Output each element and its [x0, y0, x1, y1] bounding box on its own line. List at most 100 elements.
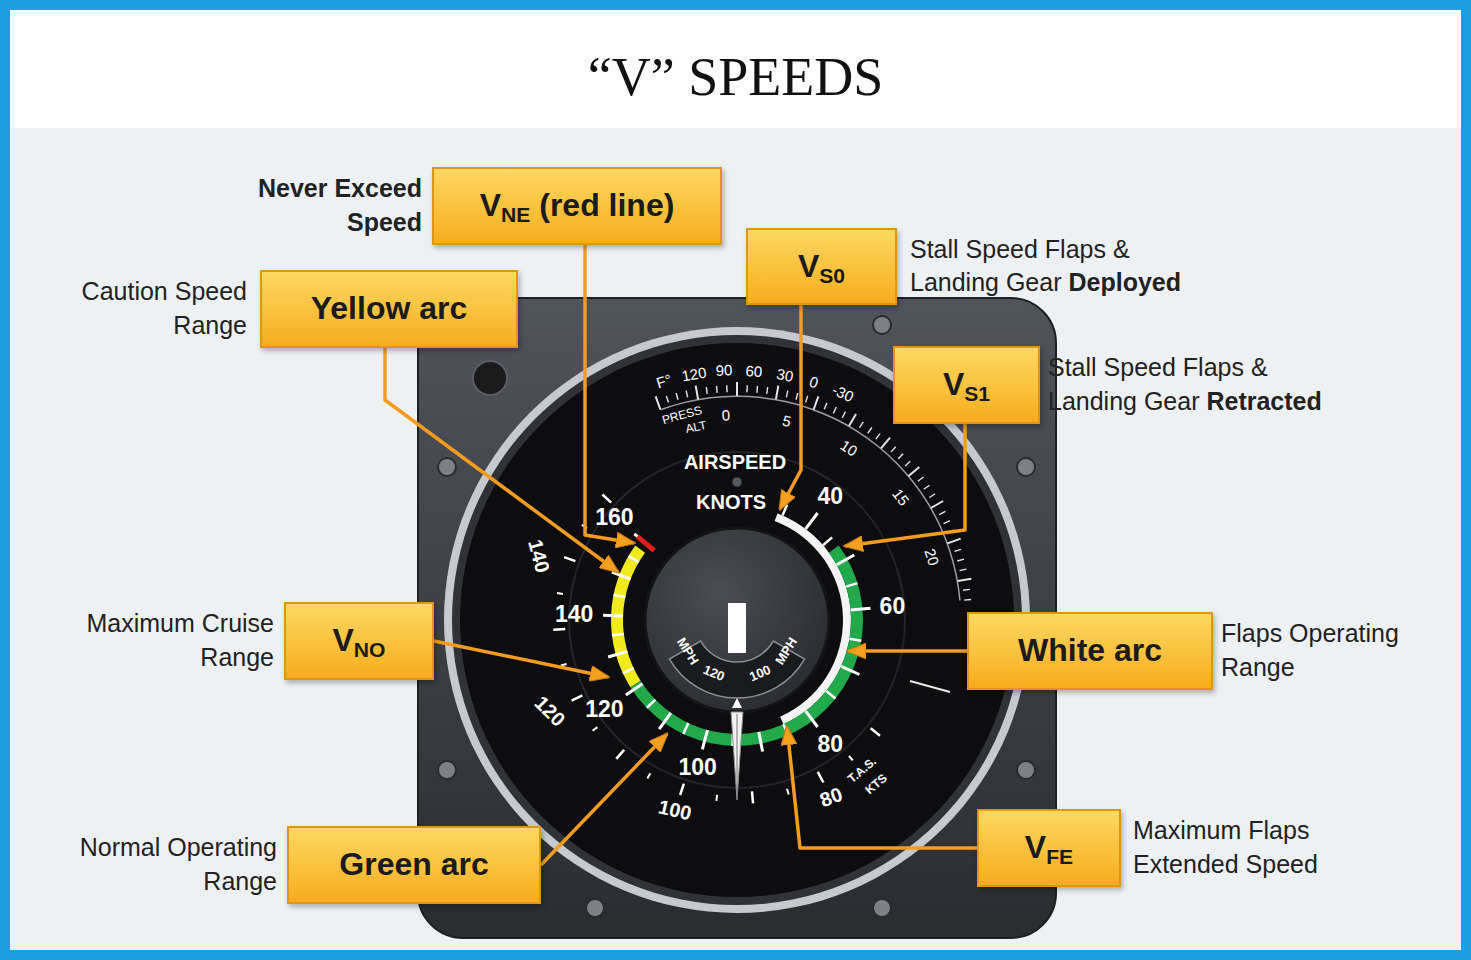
tick-mark — [849, 414, 856, 426]
callout-label: White arc — [1018, 633, 1162, 668]
callout-box: White arcFlaps Operating Range — [967, 612, 1213, 690]
dial-face — [460, 343, 1014, 897]
temp-scale-label: -30 — [830, 382, 856, 405]
tick-mark — [963, 589, 970, 591]
leader-line — [585, 245, 634, 543]
callout-box: VFEMaximum Flaps Extended Speed — [977, 809, 1121, 887]
callout-description: Never Exceed Speed — [212, 172, 422, 240]
tick-mark — [964, 599, 971, 601]
dial-caption: KNOTS — [696, 492, 766, 512]
callout-box: VS1Stall Speed Flaps & Landing Gear Retr… — [893, 346, 1040, 424]
screw — [873, 899, 891, 917]
tick-mark — [918, 477, 924, 481]
leader-line — [787, 727, 977, 848]
mph-window-label: 100 — [747, 663, 772, 683]
tas-caption: KTS — [863, 772, 889, 797]
tick-mark — [849, 639, 861, 641]
leader-line — [385, 348, 618, 572]
mph-number: 100 — [657, 797, 694, 824]
tick-mark — [905, 461, 910, 466]
tas-scale-label: 5 — [781, 413, 793, 430]
tick-mark — [612, 572, 631, 579]
mph-number: 80 — [817, 783, 845, 809]
tick-mark — [929, 494, 935, 498]
tick-mark — [564, 557, 575, 561]
tick-mark — [851, 608, 871, 610]
mph-number: 140 — [525, 537, 553, 574]
needle-base — [732, 698, 742, 708]
tick-mark — [818, 772, 824, 783]
tas-scale-label: 10 — [838, 437, 860, 459]
tick-mark — [806, 396, 808, 403]
callout-description: Stall Speed Flaps & Landing Gear Deploye… — [910, 233, 1200, 301]
ring-pointer — [910, 681, 950, 692]
leader-line — [434, 641, 608, 677]
tick-mark — [676, 393, 678, 400]
mph-number: 120 — [531, 692, 569, 730]
red-line — [637, 536, 654, 550]
tick-mark — [557, 592, 563, 595]
tick-mark — [841, 666, 859, 674]
leader-line — [848, 649, 967, 653]
tick-mark — [647, 773, 650, 778]
tick-mark — [608, 651, 627, 657]
tick-mark — [602, 495, 611, 503]
mph-window-label: 120 — [702, 663, 727, 683]
tick-mark — [881, 438, 890, 449]
tick-mark — [846, 583, 857, 587]
tick-mark — [623, 668, 634, 673]
dial-caption: AIRSPEED — [684, 452, 786, 472]
needle-line — [737, 714, 738, 790]
knot-number: 40 — [817, 485, 843, 508]
callout-description: Maximum Flaps Extended Speed — [1133, 814, 1363, 882]
tas-scale-label: ALT — [684, 419, 707, 435]
callout-box: VNE (red line)Never Exceed Speed — [432, 167, 722, 245]
tick-mark — [842, 412, 845, 418]
knot-number: 80 — [817, 732, 843, 755]
tick-mark — [954, 549, 961, 551]
tick-mark — [924, 485, 930, 489]
tick-mark — [814, 396, 819, 409]
adjust-screw — [732, 477, 742, 487]
tick-mark — [716, 386, 718, 393]
callout-box: Yellow arcCaution Speed Range — [260, 270, 518, 348]
temp-scale-label: 120 — [680, 364, 707, 383]
temp-scale-label: 30 — [775, 366, 794, 384]
tick-mark — [666, 396, 668, 403]
knot-number: 120 — [585, 698, 623, 721]
callout-label: VS0 — [798, 249, 845, 284]
tas-scale-label: 15 — [890, 485, 912, 507]
tick-mark — [776, 386, 778, 400]
tick-mark — [960, 569, 967, 571]
tick-mark — [593, 727, 598, 731]
callout-box: VS0Stall Speed Flaps & Landing Gear Depl… — [746, 228, 897, 305]
screw — [438, 761, 456, 779]
tick-mark — [706, 387, 708, 394]
tick-mark — [696, 386, 698, 400]
callout-description: Maximum Cruise Range — [64, 607, 274, 675]
callout-label: VS1 — [943, 367, 990, 402]
tick-mark — [561, 664, 567, 666]
tick-mark — [686, 391, 688, 398]
callout-label: VNO — [332, 623, 385, 658]
tick-mark — [628, 556, 638, 562]
tick-mark — [958, 579, 972, 581]
knot-number: 60 — [880, 595, 906, 618]
tick-mark — [891, 447, 896, 452]
tick-mark — [876, 434, 880, 440]
callout-description: Caution Speed Range — [47, 275, 247, 343]
callout-label: Yellow arc — [311, 291, 468, 326]
callout-box: Green arcNormal Operating Range — [287, 826, 541, 904]
knot-number: 100 — [678, 755, 716, 778]
leader-line — [845, 424, 965, 546]
tick-mark — [759, 732, 763, 752]
tick-mark — [746, 385, 748, 392]
tick-mark — [849, 756, 853, 761]
tick-mark — [683, 723, 688, 734]
tick-mark — [647, 700, 656, 708]
tick-mark — [786, 391, 788, 398]
tick-mark — [656, 396, 661, 409]
tick-mark — [837, 555, 854, 565]
tick-mark — [898, 454, 903, 459]
